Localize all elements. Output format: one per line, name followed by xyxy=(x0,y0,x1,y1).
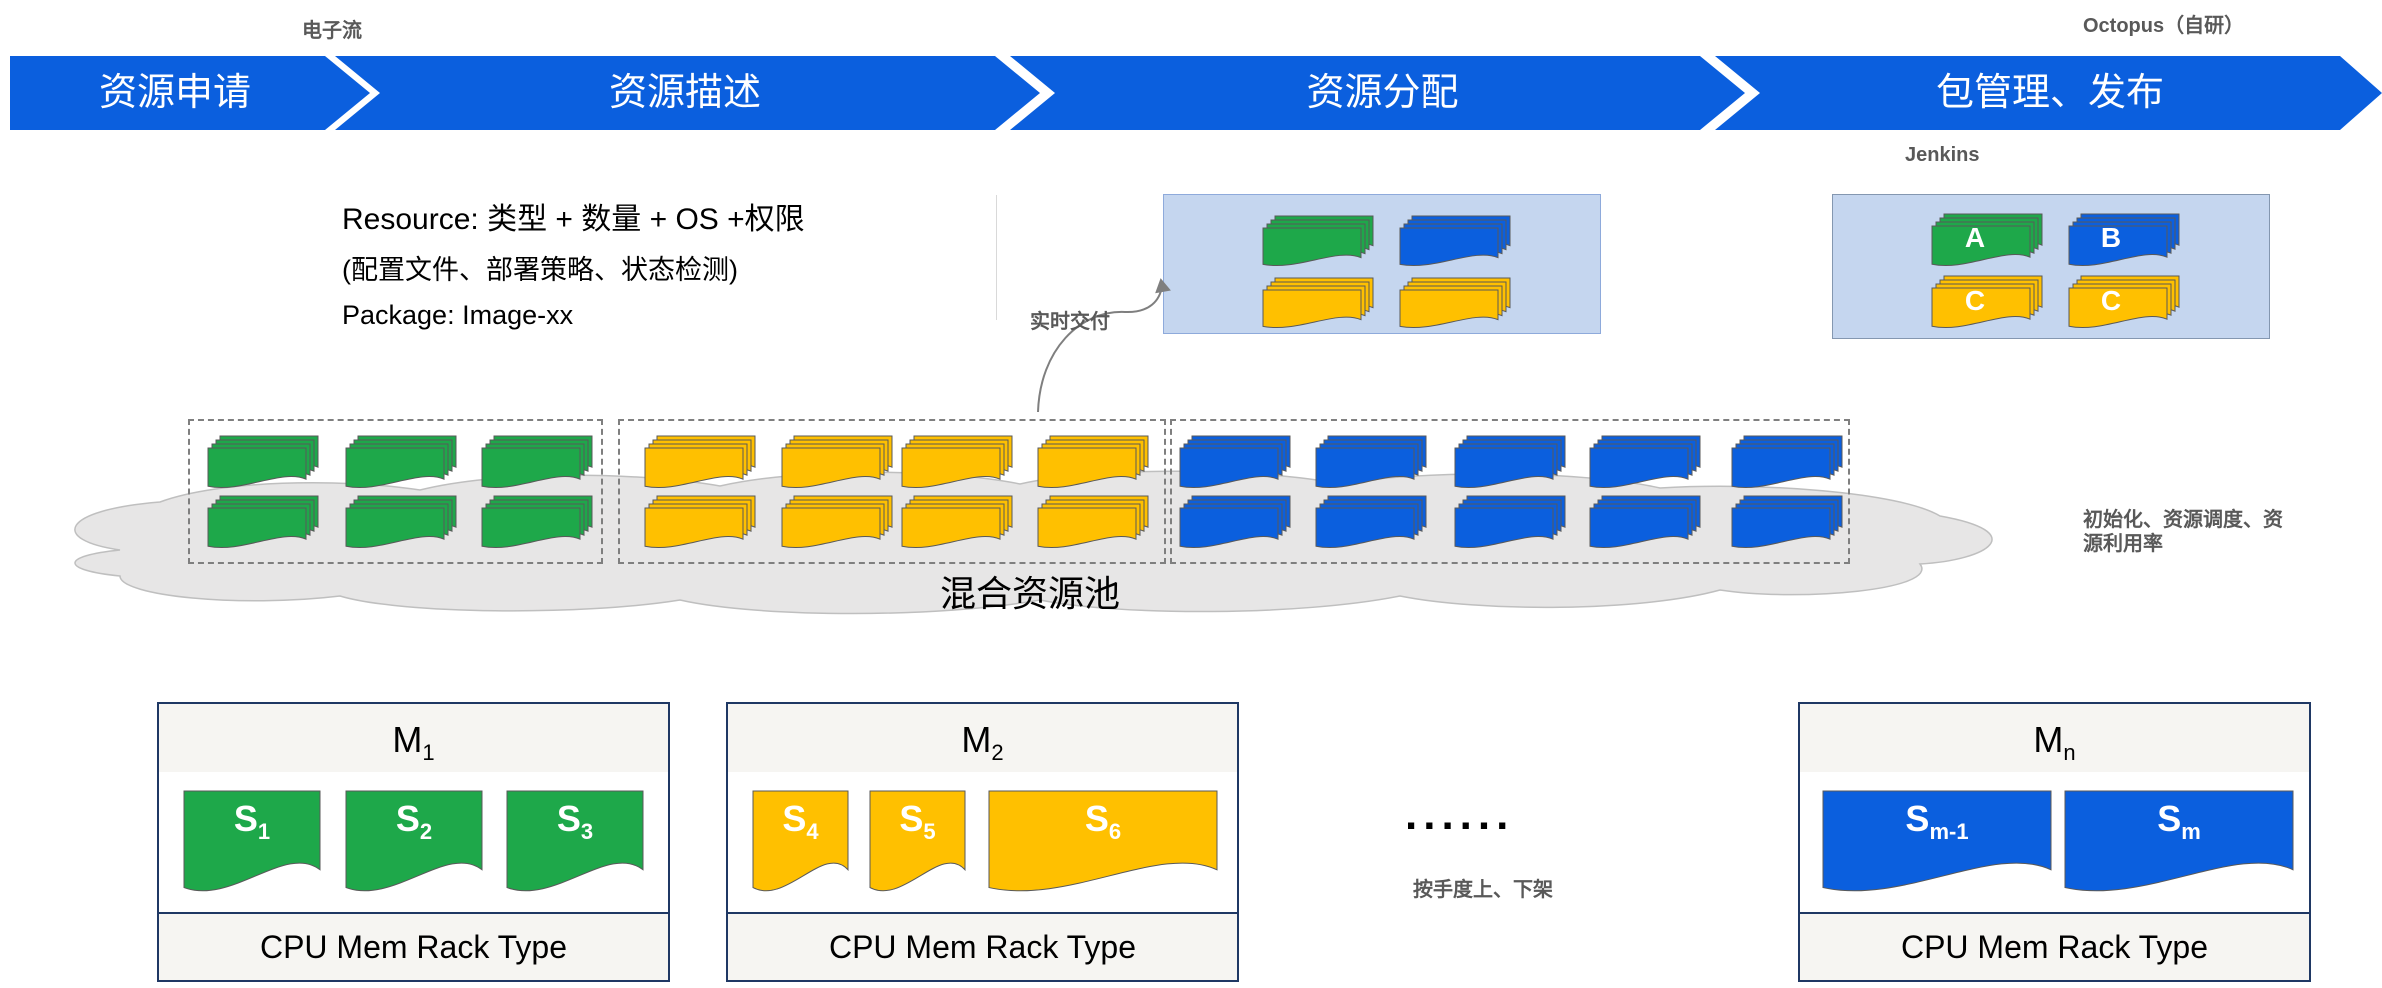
pool-green-1-2 xyxy=(481,495,593,548)
package-label-b: B xyxy=(2100,222,2122,253)
pool-yellow-1-2 xyxy=(901,495,1013,548)
package-stack-b xyxy=(2068,213,2180,266)
slot-shape xyxy=(988,790,1218,892)
slot-shape xyxy=(183,790,321,892)
pool-yellow-1-1 xyxy=(781,495,893,548)
pool-green-1-1 xyxy=(345,495,457,548)
machine-m2: M2 S4 S5 S6 CPU Mem Rack Type xyxy=(726,702,1239,982)
slot-shape xyxy=(869,790,966,892)
alloc-stack-green xyxy=(1262,215,1374,266)
pool-yellow-0-2 xyxy=(901,435,1013,488)
slot-s3: S3 xyxy=(506,790,644,895)
pool-green-0-2 xyxy=(481,435,593,488)
slot-sm-1: Sm-1 xyxy=(1822,790,2052,895)
pool-yellow-1-0 xyxy=(644,495,756,548)
slot-s6: S6 xyxy=(988,790,1218,895)
machine-m1: M1 S1 S2 S3 CPU Mem Rack Type xyxy=(157,702,670,982)
separator-line xyxy=(996,195,997,320)
machine-slots: Sm-1 Sm xyxy=(1800,772,2309,914)
pool-blue-1-1 xyxy=(1315,495,1427,548)
machine-title: Mn xyxy=(1800,704,2309,774)
pool-blue-0-0 xyxy=(1179,435,1291,488)
slot-shape xyxy=(345,790,483,892)
pool-side-note-line2: 源利用率 xyxy=(2083,533,2163,555)
pool-blue-0-2 xyxy=(1454,435,1566,488)
pool-green-0-1 xyxy=(345,435,457,488)
alloc-stack-yellow-1 xyxy=(1262,277,1374,328)
pool-green-1-0 xyxy=(207,495,319,548)
package-stack-c2 xyxy=(2068,275,2180,328)
pool-side-note: 初始化、资源调度、资 源利用率 xyxy=(2083,508,2283,556)
resource-description: Resource: 类型 + 数量 + OS +权限 xyxy=(342,203,805,236)
slot-shape xyxy=(1822,790,2052,892)
machine-title: M2 xyxy=(728,704,1237,774)
stage-chevron-3 xyxy=(1010,56,1745,130)
manual-shelving-note: 按手度上、下架 xyxy=(1413,879,1553,901)
package-label-c1: C xyxy=(1964,285,1986,316)
machine-slots: S4 S5 S6 xyxy=(728,772,1237,914)
stage-label-4: 包管理、发布 xyxy=(1935,72,2164,114)
package-stack-a xyxy=(1931,213,2043,266)
blue-group-box xyxy=(1170,419,1850,564)
machine-title: M1 xyxy=(159,704,668,774)
stage-chevron-1 xyxy=(10,56,370,130)
machines-ellipsis: ...... xyxy=(1405,790,1515,839)
slot-sm: Sm xyxy=(2064,790,2294,895)
pool-yellow-0-0 xyxy=(644,435,756,488)
slot-s1: S1 xyxy=(183,790,321,895)
pool-side-note-line1: 初始化、资源调度、资 xyxy=(2083,509,2283,531)
pool-blue-1-3 xyxy=(1589,495,1701,548)
pool-blue-0-4 xyxy=(1731,435,1843,488)
stage-chevron-2 xyxy=(335,56,1040,130)
pool-blue-0-1 xyxy=(1315,435,1427,488)
package-stack-c1 xyxy=(1931,275,2043,328)
package-label-c2: C xyxy=(2100,285,2122,316)
package-description: Package: Image-xx xyxy=(342,300,574,330)
yellow-group-box xyxy=(618,419,1166,564)
pool-blue-1-4 xyxy=(1731,495,1843,548)
machine-slots: S1 S2 S3 xyxy=(159,772,668,914)
alloc-stack-yellow-2 xyxy=(1399,277,1511,328)
allocation-panel xyxy=(1163,194,1601,334)
pool-blue-0-3 xyxy=(1589,435,1701,488)
jenkins-label: Jenkins xyxy=(1905,144,1980,166)
package-label-a: A xyxy=(1964,222,1986,253)
alloc-stack-blue xyxy=(1399,215,1511,266)
config-description: (配置文件、部署策略、状态检测) xyxy=(342,255,738,285)
pool-green-0-0 xyxy=(207,435,319,488)
pool-stacks xyxy=(207,435,1843,548)
slot-s5: S5 xyxy=(869,790,966,895)
slot-s2: S2 xyxy=(345,790,483,895)
pool-label: 混合资源池 xyxy=(940,573,1121,614)
stage-chevron-4 xyxy=(1715,56,2382,130)
machine-attributes: CPU Mem Rack Type xyxy=(1900,929,2209,965)
slot-shape xyxy=(752,790,849,892)
machine-attributes: CPU Mem Rack Type xyxy=(828,929,1137,965)
octopus-label: Octopus（自研） xyxy=(2083,15,2245,37)
delivery-arrow xyxy=(1037,278,1171,413)
process-arrow xyxy=(10,56,2382,130)
machine-mn: Mn Sm-1 Sm CPU Mem Rack Type xyxy=(1798,702,2311,982)
machine-attributes: CPU Mem Rack Type xyxy=(259,929,568,965)
pool-blue-1-2 xyxy=(1454,495,1566,548)
stage-label-1: 资源申请 xyxy=(98,72,251,114)
pool-yellow-0-3 xyxy=(1037,435,1149,488)
allocation-stacks xyxy=(1262,215,1511,328)
package-stacks xyxy=(1931,213,2180,328)
stage-label-2: 资源描述 xyxy=(608,72,761,114)
slot-s4: S4 xyxy=(752,790,849,895)
pool-yellow-0-1 xyxy=(781,435,893,488)
slot-shape xyxy=(2064,790,2294,892)
package-panel xyxy=(1832,194,2270,339)
slot-shape xyxy=(506,790,644,892)
stage-label-3: 资源分配 xyxy=(1306,72,1459,114)
realtime-delivery-label: 实时交付 xyxy=(1030,311,1110,333)
green-group-box xyxy=(188,419,603,564)
electronic-flow-label: 电子流 xyxy=(302,20,362,42)
pool-blue-1-0 xyxy=(1179,495,1291,548)
pool-yellow-1-3 xyxy=(1037,495,1149,548)
